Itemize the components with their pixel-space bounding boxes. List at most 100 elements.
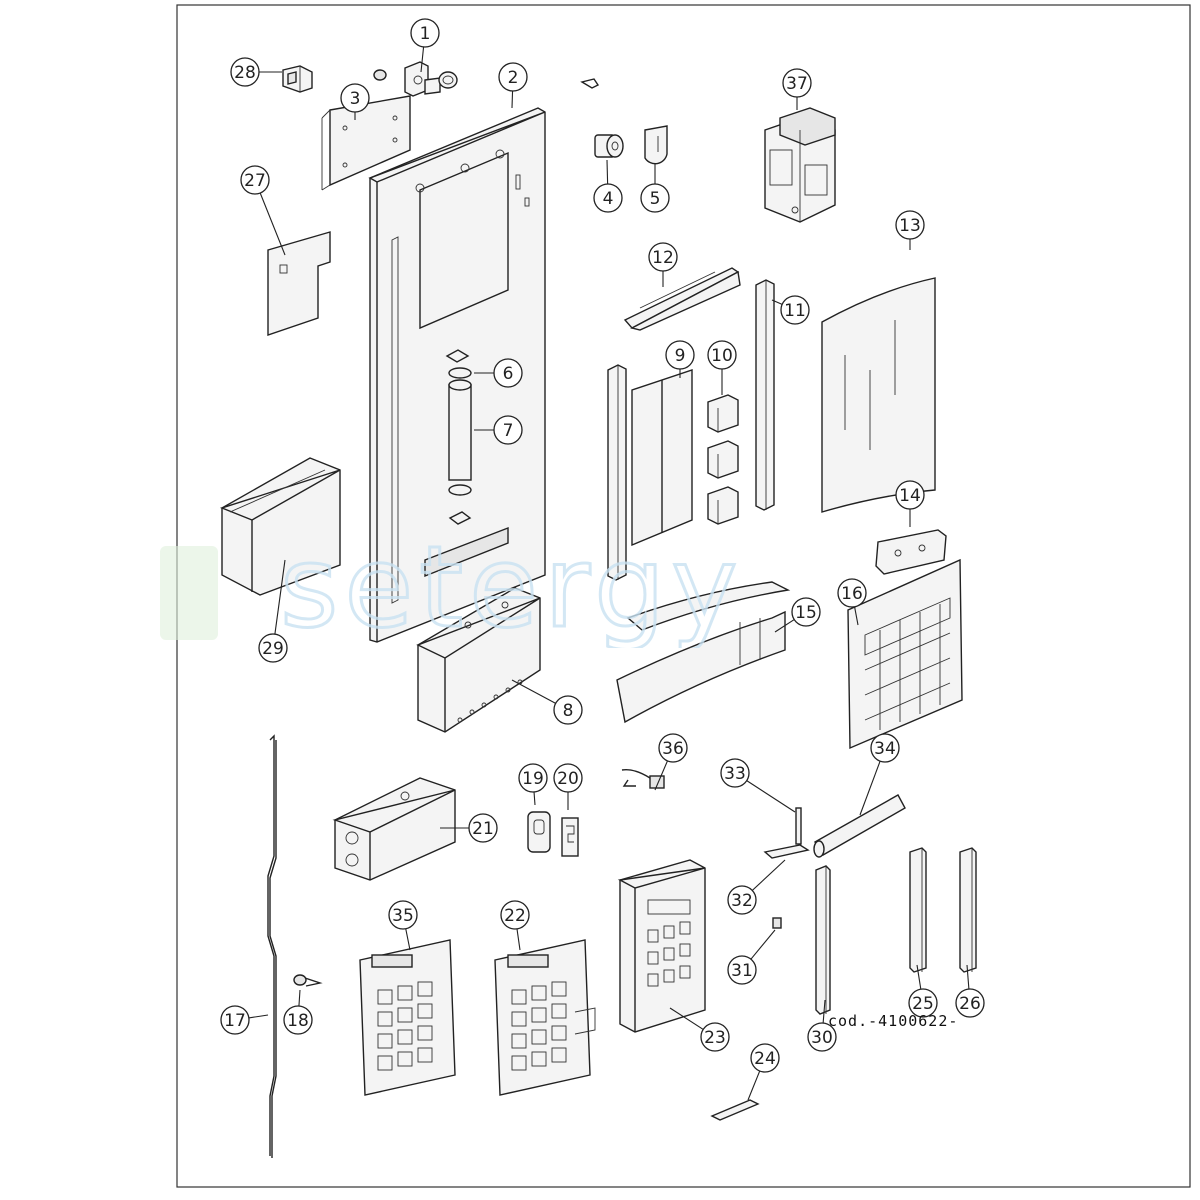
callout-circle <box>553 763 583 793</box>
leader-line-2 <box>511 90 514 109</box>
leader-line-11 <box>771 299 783 305</box>
callout-circle <box>553 695 583 725</box>
callout-24: 24 <box>750 1043 780 1073</box>
part-34-tube <box>813 794 906 858</box>
part-33-rod <box>795 807 802 845</box>
callout-number: 17 <box>224 1011 246 1031</box>
callout-number: 31 <box>731 961 753 981</box>
part-12-top-profile <box>623 267 741 331</box>
callout-12: 12 <box>648 242 678 272</box>
callout-circle <box>593 183 623 213</box>
part-10-clips <box>707 394 739 525</box>
callout-35: 35 <box>388 900 418 930</box>
callout-25: 25 <box>908 988 938 1018</box>
part-7-cylinder <box>445 349 472 525</box>
part-11-vertical-profile <box>755 279 775 511</box>
leader-line-26 <box>966 964 970 990</box>
callout-number: 28 <box>234 63 256 83</box>
callout-32: 32 <box>727 885 757 915</box>
part-25-strip <box>909 847 927 973</box>
callout-number: 21 <box>472 819 494 839</box>
callout-circle <box>955 988 985 1018</box>
part-9-side-profile <box>607 364 627 581</box>
callout-circle <box>700 1022 730 1052</box>
callout-circle <box>908 988 938 1018</box>
callout-number: 34 <box>874 739 896 759</box>
callout-29: 29 <box>258 633 288 663</box>
leader-line-25 <box>916 964 922 990</box>
callout-number: 26 <box>959 994 981 1014</box>
callout-number: 10 <box>711 346 733 366</box>
callout-26: 26 <box>955 988 985 1018</box>
callout-34: 34 <box>870 733 900 763</box>
drawing-code: cod.-4100622- <box>828 1012 959 1030</box>
callout-circle <box>750 1043 780 1073</box>
part-24-strip <box>710 1099 760 1121</box>
callout-circle <box>727 955 757 985</box>
callout-13: 13 <box>895 210 925 240</box>
callout-number: 3 <box>350 89 361 109</box>
callout-7: 7 <box>493 415 523 445</box>
callout-17: 17 <box>220 1005 250 1035</box>
callout-11: 11 <box>780 295 810 325</box>
part-32-plate <box>763 844 810 859</box>
leader-line-29 <box>274 559 286 635</box>
callout-circle <box>468 813 498 843</box>
callout-number: 8 <box>563 701 574 721</box>
callout-circle <box>493 415 523 445</box>
leader-line-22 <box>516 928 521 951</box>
callout-number: 25 <box>912 994 934 1014</box>
part-17-rod <box>267 734 277 1158</box>
leader-line-4 <box>606 159 609 185</box>
callout-circle <box>340 83 370 113</box>
part-30-strip <box>815 865 831 1015</box>
callout-circle <box>837 578 867 608</box>
callout-23: 23 <box>700 1022 730 1052</box>
part-20-label <box>561 817 579 857</box>
callout-16: 16 <box>837 578 867 608</box>
part-37-bill-validator <box>764 107 836 223</box>
callout-circle <box>665 340 695 370</box>
part-27-sheet <box>267 231 331 336</box>
leader-line-31 <box>750 929 776 960</box>
callout-number: 16 <box>841 584 863 604</box>
callout-number: 6 <box>503 364 514 384</box>
callout-5: 5 <box>640 183 670 213</box>
leader-line-17 <box>248 1014 269 1019</box>
leader-line-23 <box>669 1007 704 1030</box>
callout-36: 36 <box>658 733 688 763</box>
callout-number: 5 <box>650 189 661 209</box>
callout-number: 4 <box>603 189 614 209</box>
callout-31: 31 <box>727 955 757 985</box>
callout-number: 37 <box>786 74 808 94</box>
part-31-clip <box>772 917 782 929</box>
callout-number: 19 <box>522 769 544 789</box>
callout-number: 7 <box>503 421 514 441</box>
leader-line-24 <box>747 1070 761 1101</box>
callout-9: 9 <box>665 340 695 370</box>
callout-circle <box>230 57 260 87</box>
callout-circle <box>782 68 812 98</box>
callout-37: 37 <box>782 68 812 98</box>
callout-number: 32 <box>731 891 753 911</box>
callout-14: 14 <box>895 480 925 510</box>
part-29-tray <box>219 457 341 596</box>
part-3-mounting-plate <box>321 95 411 191</box>
callout-circle <box>791 597 821 627</box>
callout-number: 13 <box>899 216 921 236</box>
leader-line-19 <box>533 791 536 806</box>
callout-circle <box>258 633 288 663</box>
callout-30: 30 <box>807 1022 837 1052</box>
part-18-screw <box>293 974 323 987</box>
callout-circle <box>895 210 925 240</box>
callout-circle <box>807 1022 837 1052</box>
callout-27: 27 <box>240 165 270 195</box>
part-13-curved-glass <box>821 277 936 513</box>
part-21-junction-box <box>332 777 456 881</box>
callout-circle <box>493 358 523 388</box>
leader-line-15 <box>774 619 795 633</box>
callout-4: 4 <box>593 183 623 213</box>
callout-3: 3 <box>340 83 370 113</box>
callout-8: 8 <box>553 695 583 725</box>
